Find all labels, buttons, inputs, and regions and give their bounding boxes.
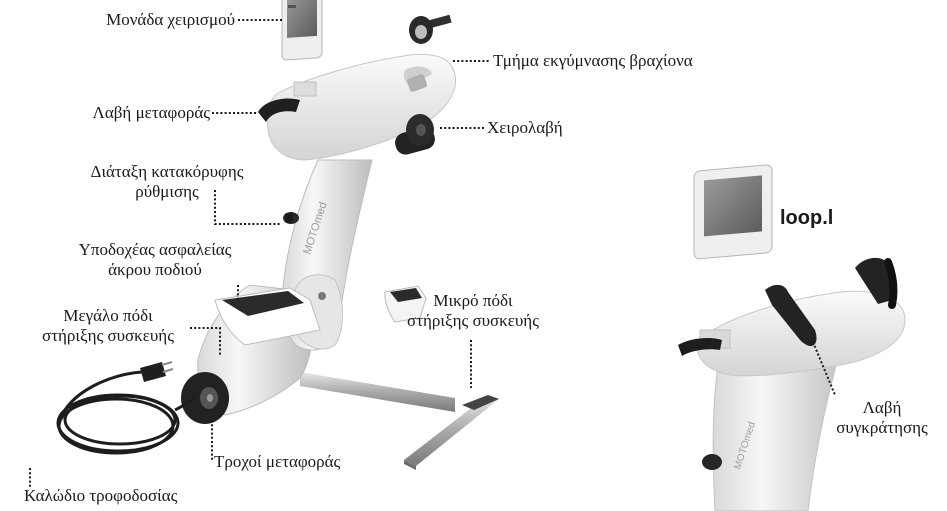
base-tube — [300, 372, 455, 412]
transport-wheel — [181, 372, 229, 424]
control-unit — [282, 0, 322, 96]
label-height-adjust-line2: ρύθμισης — [52, 182, 282, 202]
label-wheels: Τροχοί μεταφοράς — [214, 452, 340, 472]
label-large-foot: Μεγάλο πόδι στήριξης συσκευής — [8, 306, 208, 346]
label-hand-grip: Χειρολαβή — [487, 118, 563, 138]
label-toe-guard: Υποδοχέας ασφαλείας άκρου ποδιού — [50, 240, 260, 280]
label-height-adjust-line1: Διάταξη κατακόρυφης — [52, 162, 282, 182]
height-adjust-knob — [283, 212, 299, 224]
arm-crank-knob — [409, 15, 452, 44]
label-toe-guard-line2: άκρου ποδιού — [50, 260, 260, 280]
label-arm-training: Τμήμα εκγύμνασης βραχίονα — [493, 51, 693, 71]
label-toe-guard-line1: Υποδοχέας ασφαλείας — [50, 240, 260, 260]
label-height-adjust: Διάταξη κατακόρυφης ρύθμισης — [52, 162, 282, 202]
power-cable — [58, 372, 195, 453]
label-small-foot-line2: στήριξης συσκευής — [368, 311, 578, 331]
label-hold-handle-line2: συγκράτησης — [818, 418, 946, 438]
main-device: MOTOmed — [58, 0, 499, 470]
label-small-foot-line1: Μικρό πόδι — [368, 291, 578, 311]
label-carry-handle: Λαβή μεταφοράς — [20, 103, 210, 123]
label-control-unit: Μονάδα χειρισμού — [30, 10, 235, 30]
label-large-foot-line2: στήριξης συσκευής — [8, 326, 208, 346]
model-name: loop.l — [780, 207, 833, 230]
label-hold-handle: Λαβή συγκράτησης — [818, 398, 946, 438]
label-power-cable: Καλώδιο τροφοδοσίας — [24, 486, 177, 506]
label-large-foot-line1: Μεγάλο πόδι — [8, 306, 208, 326]
label-small-foot: Μικρό πόδι στήριξης συσκευής — [368, 291, 578, 331]
loop-adjust-knob — [702, 454, 722, 470]
label-hold-handle-line1: Λαβή — [818, 398, 946, 418]
